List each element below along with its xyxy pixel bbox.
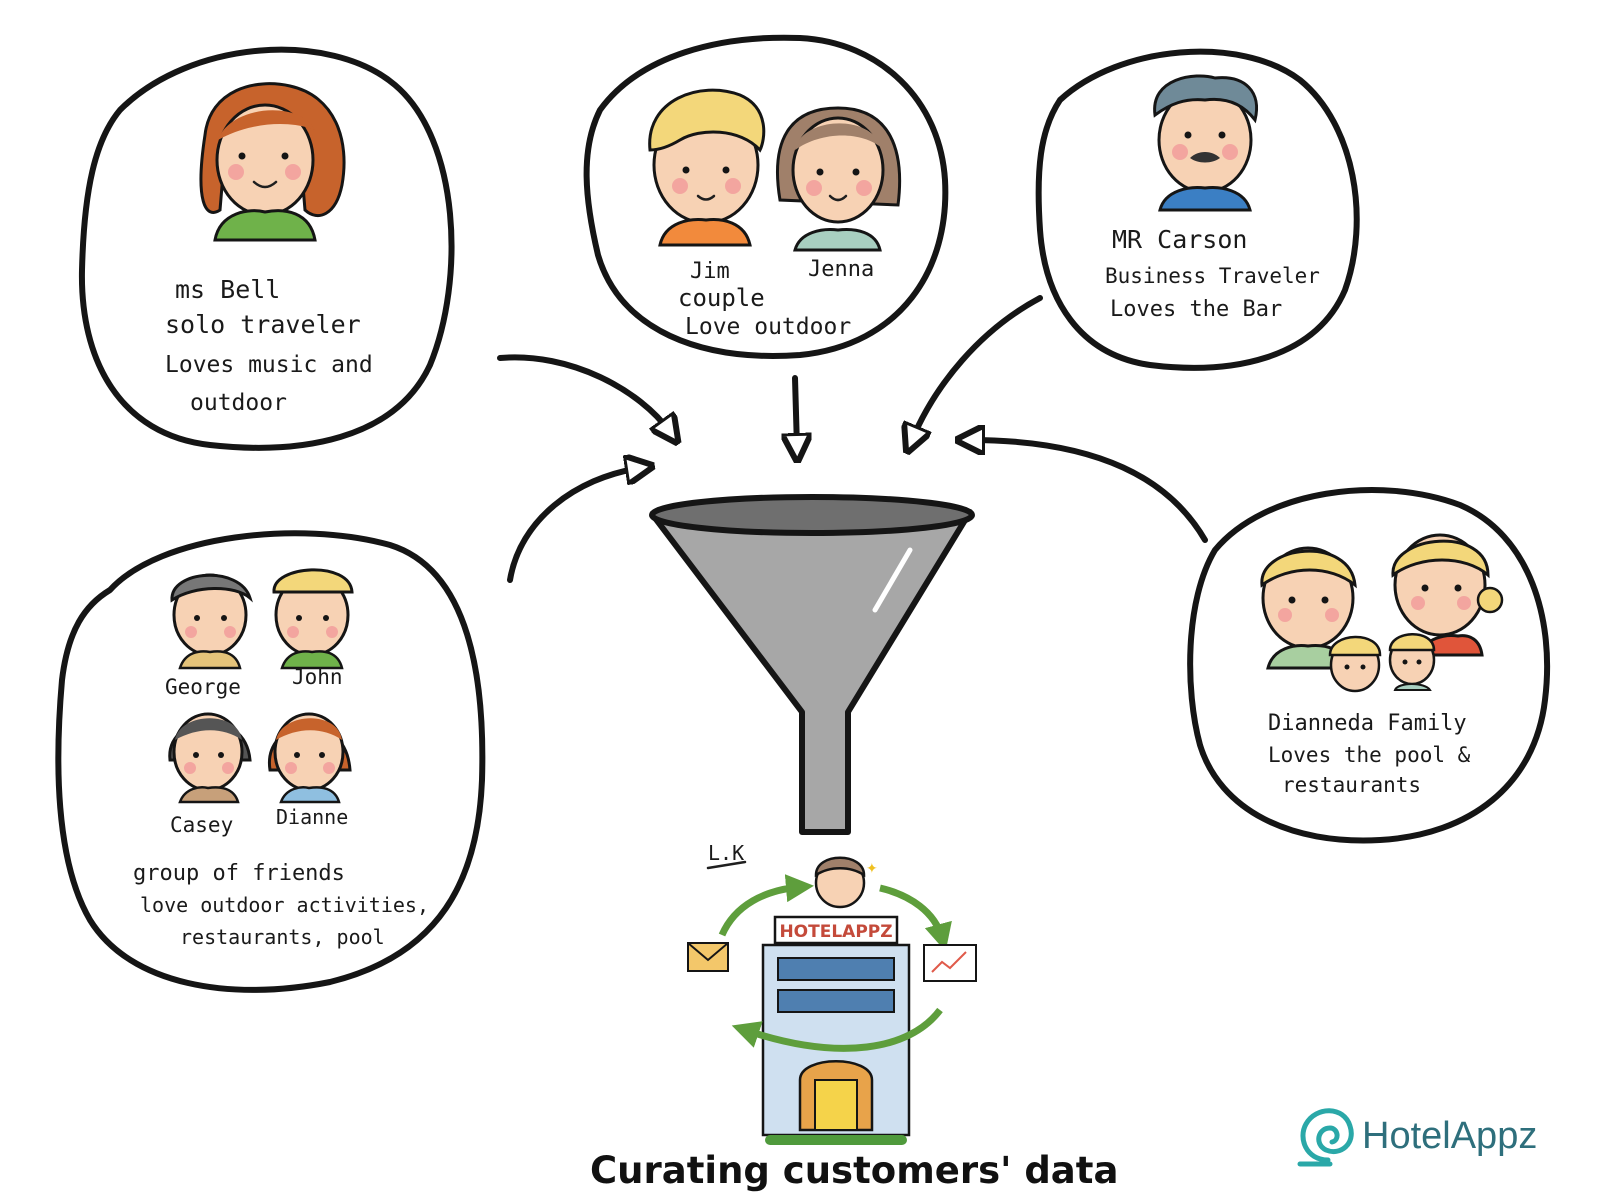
avatar-bell — [199, 82, 346, 242]
couple-line1: couple — [678, 284, 765, 312]
avatar-father — [1260, 546, 1357, 670]
hotel-manager-avatar: ✦ — [814, 856, 878, 909]
carson-name: MR Carson — [1112, 225, 1247, 254]
carson-line2: Loves the Bar — [1110, 297, 1282, 322]
friend-name-casey: Casey — [170, 813, 233, 837]
hotel-sign-text: HOTELAPPZ — [779, 922, 892, 942]
hotelappz-logo: HotelAppz — [1297, 1108, 1537, 1167]
arrow-from-bell — [497, 354, 670, 432]
friends-line1: group of friends — [133, 861, 345, 886]
arrow-from-family — [970, 440, 1208, 543]
family-line2: restaurants — [1282, 773, 1421, 797]
cycle-arrow-top-left — [718, 874, 814, 937]
email-icon — [687, 942, 729, 972]
data-funnel — [649, 494, 975, 835]
hotel-window-row-2 — [777, 989, 895, 1013]
arrow-from-couple — [795, 375, 797, 448]
family-name: Dianneda Family — [1268, 711, 1467, 736]
friend-name-john: John — [292, 665, 343, 689]
avatar-dianne — [268, 712, 352, 804]
carson-line1: Business Traveler — [1105, 264, 1320, 288]
cycle-arrow-top-right — [879, 884, 952, 952]
persona-circle-couple: Jim Jenna couple Love outdoor — [583, 34, 949, 359]
arrow-from-friends — [507, 468, 640, 583]
hotel-illustration: ✦ HOTELAPPZ — [687, 856, 977, 1145]
analytics-chart-icon — [923, 944, 977, 982]
bell-name: ms Bell — [175, 275, 280, 304]
signature-underline — [706, 860, 747, 870]
diagram-caption: Curating customers' data — [590, 1149, 1118, 1192]
bell-line2: Loves music and — [165, 352, 373, 378]
hotelappz-swirl-icon — [1297, 1108, 1354, 1167]
bell-line3: outdoor — [190, 390, 287, 416]
hotel-door — [814, 1079, 858, 1131]
hotelappz-wordmark: HotelAppz — [1362, 1115, 1537, 1157]
persona-circle-carson: MR Carson Business Traveler Loves the Ba… — [1035, 48, 1360, 371]
persona-circle-family: Dianneda Family Loves the pool & restaur… — [1187, 487, 1551, 844]
avatar-casey — [168, 712, 252, 804]
friend-name-george: George — [165, 675, 241, 699]
arrow-from-carson — [912, 295, 1043, 440]
couple-line2: Love outdoor — [685, 314, 851, 340]
avatar-child-boy — [1388, 633, 1436, 691]
persona-circle-friends: George John Casey Dianne group of friend… — [55, 530, 486, 993]
avatar-john — [272, 568, 354, 670]
avatar-carson — [1153, 74, 1258, 212]
bell-line1: solo traveler — [165, 310, 361, 339]
sparkle-icon: ✦ — [866, 861, 878, 877]
friends-line3: restaurants, pool — [180, 925, 385, 949]
friend-name-dianne: Dianne — [276, 805, 348, 829]
friends-line2: love outdoor activities, — [140, 893, 429, 917]
flow-arrows — [497, 295, 1208, 583]
hotel-sign — [773, 915, 899, 945]
avatar-child-girl — [1328, 635, 1382, 693]
avatar-george — [170, 573, 253, 670]
cycle-arrow-bottom — [731, 1007, 943, 1052]
avatar-jim — [648, 88, 766, 247]
couple-name-jim: Jim — [690, 259, 730, 284]
persona-circle-bell: ms Bell solo traveler Loves music and ou… — [78, 46, 455, 451]
avatar-mother — [1391, 533, 1504, 657]
family-line1: Loves the pool & — [1268, 743, 1471, 767]
hotel-window-row-1 — [777, 957, 895, 981]
avatar-jenna — [776, 106, 902, 252]
couple-name-jenna: Jenna — [808, 257, 874, 282]
artist-signature: L.K — [708, 841, 744, 865]
